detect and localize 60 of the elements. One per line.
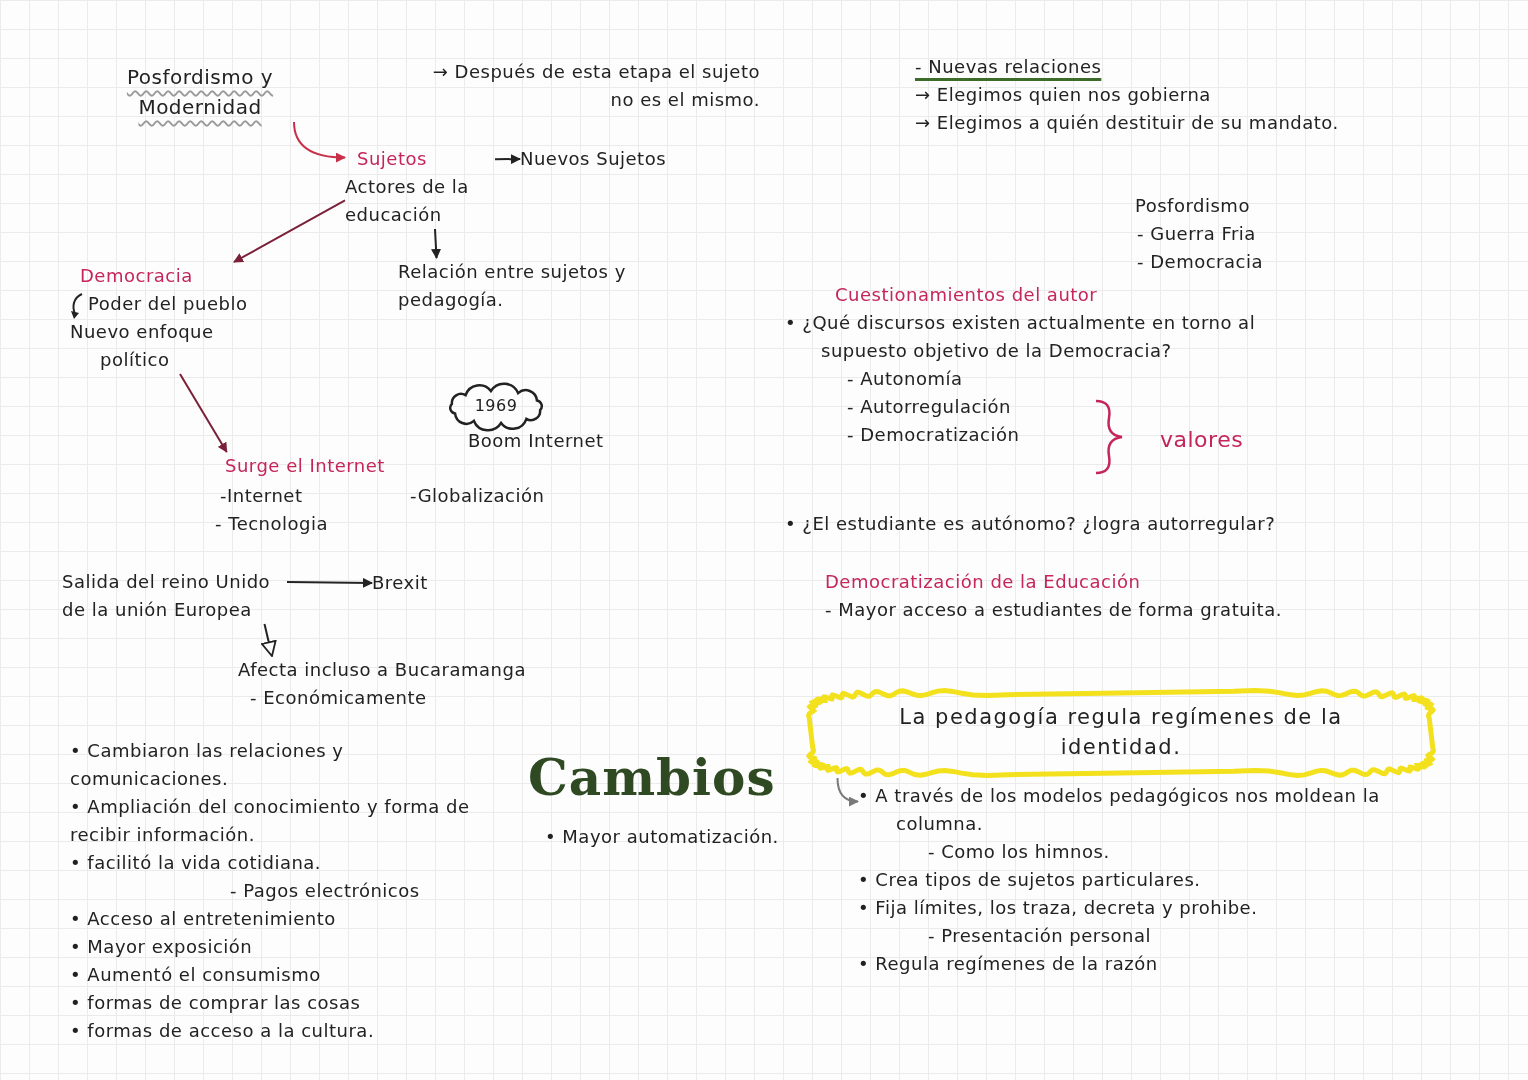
arrow	[286, 577, 373, 588]
arrow	[233, 199, 346, 263]
topic-heading: Surge el Internet	[225, 454, 385, 478]
list-item: - Autonomía	[847, 367, 963, 391]
question-text: • ¿El estudiante es autónomo? ¿logra autorregular?	[785, 512, 1276, 536]
year-label: 1969	[474, 395, 518, 417]
note-text: valores	[1160, 426, 1244, 454]
list-item: • Regula regímenes de la razón	[858, 952, 1158, 976]
list-item: - Democratización	[847, 423, 1020, 447]
section-heading: - Nuevas relaciones	[915, 55, 1102, 79]
note-text: Nuevos Sujetos	[520, 147, 667, 171]
topic-heading: Posfordismo y Modernidad	[125, 64, 275, 121]
list-item: • formas de comprar las cosas	[70, 991, 361, 1015]
list-item: - Autorregulación	[847, 395, 1011, 419]
section-heading: Posfordismo	[1135, 194, 1250, 218]
list-item: → Elegimos quien nos gobierna	[915, 83, 1211, 107]
highlighted-statement: La pedagogía regula regímenes de la identidad.	[898, 704, 1344, 761]
topic-heading: Democracia	[80, 264, 193, 288]
list-item: • Mayor automatización.	[545, 825, 779, 849]
list-item: • Fija límites, los traza, decreta y prohibe.	[858, 896, 1258, 920]
note-text: Afecta incluso a Bucaramanga	[238, 658, 526, 682]
list-item: -Internet	[220, 484, 303, 508]
list-item: • facilitó la vida cotidiana.	[70, 851, 322, 875]
list-item: • Ampliación del conocimiento y forma de recibir información.	[70, 795, 471, 847]
question-text: • ¿Qué discursos existen actualmente en torno al supuesto objetivo de la Democracia?	[785, 311, 1257, 363]
list-item: - Como los himnos.	[928, 840, 1110, 864]
list-item: → Elegimos a quién destituir de su mandato.	[915, 111, 1339, 135]
list-item: • Aumentó el consumismo	[70, 963, 321, 987]
list-item: - Tecnologia	[215, 512, 328, 536]
list-item: • Acceso al entretenimiento	[70, 907, 336, 931]
list-item: • Mayor exposición	[70, 935, 253, 959]
section-heading: Cuestionamientos del autor	[835, 283, 1098, 307]
topic-heading: Sujetos	[357, 147, 427, 171]
list-item: • A través de los modelos pedagógicos nos moldean la columna.	[858, 784, 1381, 836]
section-heading: Democratización de la Educación	[825, 570, 1141, 594]
note-text: Brexit	[372, 571, 428, 595]
list-item: • formas de acceso a la cultura.	[70, 1019, 375, 1043]
list-item: -Globalización	[410, 484, 545, 508]
arrow	[261, 623, 277, 657]
list-item: - Mayor acceso a estudiantes de forma gratuita.	[825, 598, 1282, 622]
arrow	[293, 121, 346, 163]
list-item: - Pagos electrónicos	[230, 879, 420, 903]
arrow	[179, 373, 228, 453]
page-heading: Cambios	[528, 748, 776, 808]
note-text: Nuevo enfoque político	[70, 320, 215, 372]
list-item: - Económicamente	[250, 686, 427, 710]
note-text: Salida del reino Unido de la unión Europea	[62, 570, 272, 622]
note-text: Relación entre sujetos y pedagogía.	[398, 260, 627, 312]
list-item: - Democracia	[1137, 250, 1263, 274]
list-item: - Presentación personal	[928, 924, 1152, 948]
note-text: Boom Internet	[468, 429, 604, 453]
arrow	[494, 154, 521, 165]
list-item: • Cambiaron las relaciones y comunicaciones.	[70, 739, 345, 791]
note-text: Poder del pueblo	[88, 292, 248, 316]
list-item: - Guerra Fria	[1137, 222, 1256, 246]
note-text: → Después de esta etapa el sujeto no es el mismo.	[431, 60, 760, 112]
arrow	[836, 777, 859, 807]
arrow	[431, 228, 442, 259]
list-item: • Crea tipos de sujetos particulares.	[858, 868, 1201, 892]
note-text: Actores de la educación	[345, 175, 470, 227]
